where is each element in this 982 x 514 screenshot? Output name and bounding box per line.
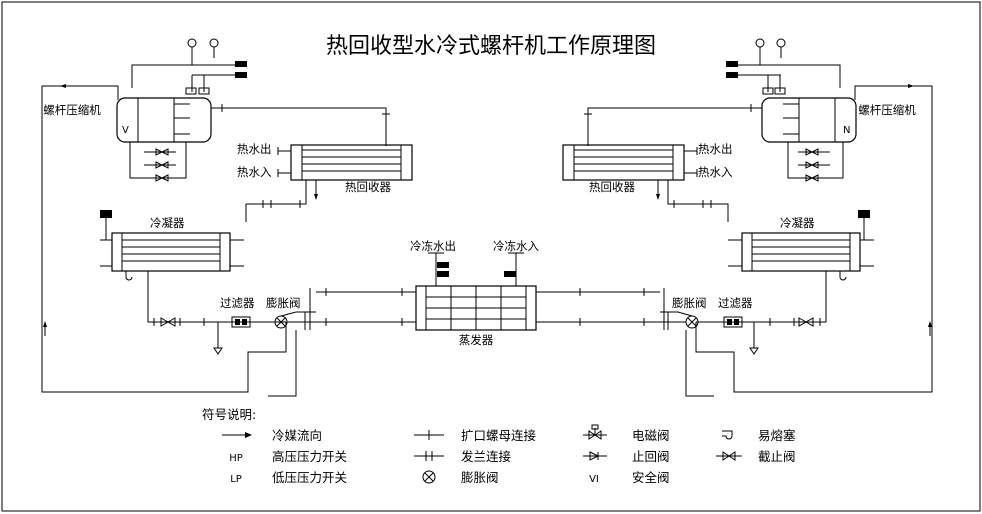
right-filter-label: 过滤器 xyxy=(718,296,753,310)
right-hp-switch-small-icon xyxy=(858,210,870,218)
legend-solenoid-valve-icon xyxy=(588,430,596,440)
diagram-title: 热回收型水冷式螺杆机工作原理图 xyxy=(326,34,656,59)
svg-text:N: N xyxy=(843,125,850,136)
left-pressure-gauge-icon xyxy=(187,38,197,48)
left-hot-water-out-label: 热水出 xyxy=(237,142,272,156)
right-expansion-valve-label: 膨胀阀 xyxy=(672,296,707,310)
right-hot-water-in-label: 热水入 xyxy=(698,165,733,179)
right-heat-recovery-label: 热回收器 xyxy=(589,180,635,194)
right-circuit: 螺杆压缩机 N 热水出 热水入 热回收器 xyxy=(562,38,933,397)
right-down-arrow-icon xyxy=(656,194,660,200)
right-check-valve-icon xyxy=(798,317,808,327)
chilled-water-in-label: 冷冻水入 xyxy=(493,239,539,253)
legend-stop-valve-icon xyxy=(722,451,730,461)
left-hp-switch-icon xyxy=(235,61,247,67)
left-condenser-label: 冷凝器 xyxy=(150,216,185,230)
legend-item-2: 低压压力开关 xyxy=(272,470,347,485)
left-flow-arrow-icon xyxy=(60,84,66,88)
legend-item-6: 电磁阀 xyxy=(632,428,670,443)
left-heat-recovery-label: 热回收器 xyxy=(345,180,391,194)
legend-vi-symbol: VI xyxy=(589,474,599,485)
legend-heading: 符号说明: xyxy=(202,407,256,422)
right-pressure-gauge-icon xyxy=(755,38,765,48)
legend-item-4: 发兰连接 xyxy=(461,449,512,464)
legend: 符号说明: 冷媒流向 HP 高压压力开关 LP 低压压力开关 扩口螺母连接 发兰… xyxy=(202,407,796,485)
left-flow-arrow-up-icon xyxy=(43,321,47,327)
right-hot-water-out-label: 热水出 xyxy=(698,142,733,156)
legend-item-1: 高压压力开关 xyxy=(272,449,347,464)
left-down-arrow-icon xyxy=(314,194,318,200)
right-outer-loop-line xyxy=(695,85,933,393)
right-hp-switch-icon xyxy=(726,61,738,67)
left-fusible-plug-icon xyxy=(125,271,133,281)
svg-text:V: V xyxy=(122,125,129,136)
legend-item-5: 膨胀阀 xyxy=(461,470,499,485)
right-hr-to-condenser-line xyxy=(667,180,729,222)
left-check-valve-icon xyxy=(160,317,170,327)
left-filter-label: 过滤器 xyxy=(220,296,255,310)
left-lp-switch-icon xyxy=(235,72,247,78)
legend-item-9: 易熔塞 xyxy=(758,428,796,443)
legend-item-7: 止回阀 xyxy=(632,449,670,464)
evaporator-label: 蒸发器 xyxy=(459,333,494,347)
left-expansion-valve-label: 膨胀阀 xyxy=(266,296,301,310)
right-return-line xyxy=(685,330,714,397)
left-heat-recovery-exchanger xyxy=(290,144,413,181)
right-pressure-gauge-icon-2 xyxy=(776,38,786,48)
legend-arrow-icon xyxy=(245,432,252,438)
left-compressor-label: 螺杆压缩机 xyxy=(43,103,101,117)
right-fusible-plug-icon xyxy=(839,271,847,281)
chilled-out-sensor-icon xyxy=(437,262,449,268)
legend-item-3: 扩口螺母连接 xyxy=(461,428,537,443)
left-outer-loop-line xyxy=(41,85,287,393)
right-screw-compressor xyxy=(761,97,857,143)
left-hr-to-condenser-line xyxy=(246,180,307,205)
left-filter xyxy=(231,316,251,328)
right-compressor-label: 螺杆压缩机 xyxy=(858,103,916,117)
legend-check-valve-icon xyxy=(589,451,600,461)
left-condenser xyxy=(111,232,231,272)
right-liquid-line xyxy=(696,271,827,323)
legend-item-10: 截止阀 xyxy=(758,449,796,464)
chilled-water-out-label: 冷冻水出 xyxy=(410,239,456,253)
chilled-out-sensor-icon-2 xyxy=(437,271,449,277)
legend-item-0: 冷媒流向 xyxy=(272,428,322,443)
left-pressure-gauge-icon-2 xyxy=(209,38,219,48)
left-circuit: 螺杆压缩机 V 热水出 热水入 热回收器 xyxy=(41,38,413,397)
right-heat-recovery-exchanger xyxy=(562,144,685,181)
legend-lp-symbol: LP xyxy=(230,474,242,485)
right-discharge-line xyxy=(587,107,762,146)
right-condenser-label: 冷凝器 xyxy=(780,216,815,230)
legend-expansion-valve-icon xyxy=(422,470,436,484)
right-lp-switch-icon xyxy=(726,72,738,78)
left-screw-compressor xyxy=(116,97,212,143)
evaporator-group: 冷冻水出 冷冻水入 蒸发器 xyxy=(402,239,580,347)
left-return-line xyxy=(268,330,297,397)
left-discharge-line xyxy=(211,107,387,146)
right-flow-arrow-up-icon xyxy=(928,321,932,327)
right-filter xyxy=(723,316,743,328)
chilled-in-sensor-icon xyxy=(504,271,516,277)
legend-hp-symbol: HP xyxy=(229,453,243,464)
left-hot-water-in-label: 热水入 xyxy=(237,165,272,179)
right-flow-arrow-icon xyxy=(908,84,914,88)
right-condenser xyxy=(741,232,861,272)
legend-item-8: 安全阀 xyxy=(632,470,670,485)
legend-fusible-plug-icon xyxy=(722,430,733,440)
left-hp-switch-small-icon xyxy=(100,210,112,218)
